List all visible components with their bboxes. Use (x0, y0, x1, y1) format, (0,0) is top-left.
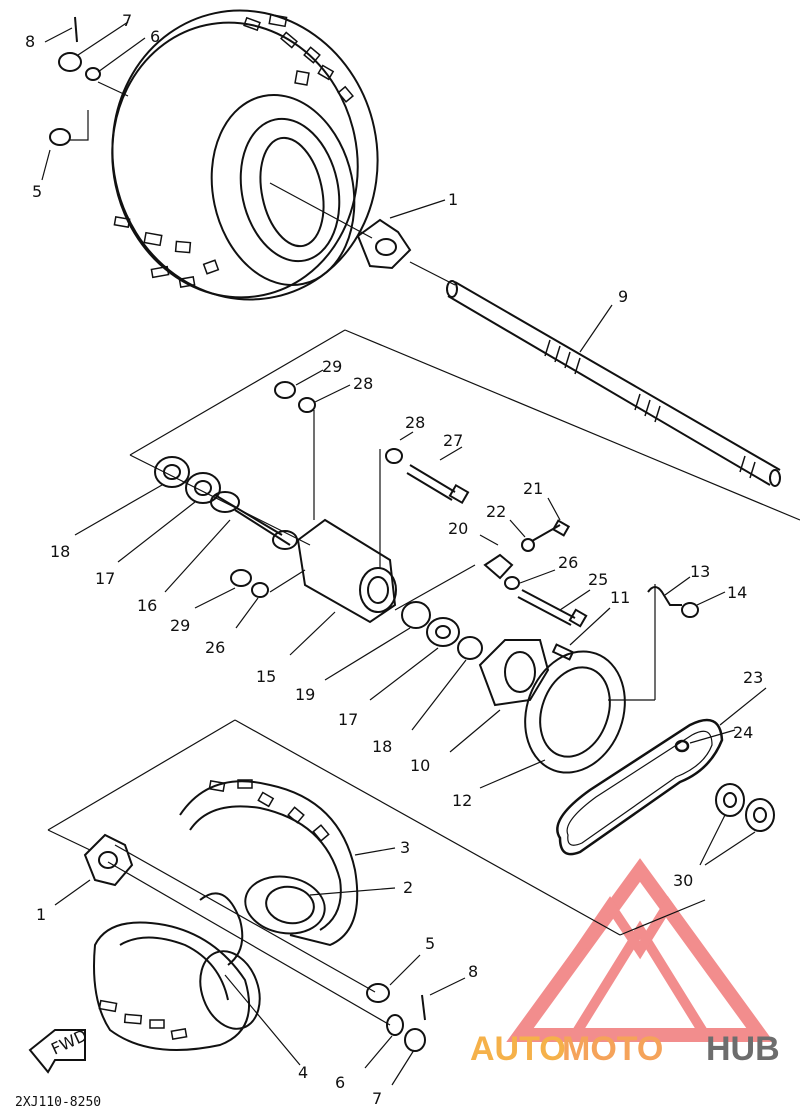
fwd-arrow-icon: FWD (28, 1026, 90, 1074)
callout-10: 10 (410, 756, 430, 775)
callout-16: 16 (137, 596, 157, 615)
callout-29-top: 29 (322, 357, 342, 376)
callout-5-top: 5 (32, 182, 42, 201)
watermark-moto: MOTO (562, 1030, 663, 1068)
callout-28-mid: 28 (405, 413, 425, 432)
callout-labels: 8 7 6 5 1 9 29 28 28 27 21 22 20 26 25 1… (15, 11, 763, 1110)
callout-5-bottom: 5 (425, 934, 435, 953)
callout-22: 22 (486, 502, 506, 521)
callout-21: 21 (523, 479, 543, 498)
callout-20: 20 (448, 519, 468, 538)
callout-8-bottom: 8 (468, 962, 478, 981)
watermark-auto: AUTO (470, 1030, 566, 1068)
callout-26-mid: 26 (558, 553, 578, 572)
callout-7-bottom: 7 (372, 1089, 382, 1108)
callout-2: 2 (403, 878, 413, 897)
callout-3: 3 (400, 838, 410, 857)
callout-23: 23 (743, 668, 763, 687)
watermark-text: AUTO MOTO HUB (470, 1030, 780, 1068)
drawing-code: 2XJ110-8250 (15, 1095, 101, 1110)
callout-1-bottom: 1 (36, 905, 46, 924)
callout-7-top: 7 (122, 11, 132, 30)
rear-axle-part-9 (446, 280, 781, 487)
callout-19: 19 (295, 685, 315, 704)
callout-9: 9 (618, 287, 628, 306)
callout-29-left: 29 (170, 616, 190, 635)
callout-17-mid: 17 (338, 710, 358, 729)
callout-11: 11 (610, 588, 630, 607)
callout-13: 13 (690, 562, 710, 581)
callout-6-top: 6 (150, 27, 160, 46)
callout-6-bottom: 6 (335, 1073, 345, 1092)
middle-assembly-frame (129, 329, 800, 701)
bottom-assembly-frame (47, 719, 706, 936)
callout-24: 24 (733, 723, 753, 742)
callout-28-top: 28 (353, 374, 373, 393)
bottom-wheel (93, 779, 396, 1066)
callout-8-top: 8 (25, 32, 35, 51)
callout-18-mid: 18 (372, 737, 392, 756)
callout-18-left: 18 (50, 542, 70, 561)
callout-26-left: 26 (205, 638, 225, 657)
callout-14: 14 (727, 583, 747, 602)
callout-27: 27 (443, 431, 463, 450)
drive-chain (556, 687, 767, 856)
callout-1-top: 1 (448, 190, 458, 209)
watermark-hub: HUB (706, 1030, 780, 1068)
middle-assembly-parts (74, 369, 726, 789)
watermark-logo (506, 858, 774, 1042)
bearings-part-30 (699, 783, 775, 866)
callout-12: 12 (452, 791, 472, 810)
callout-4: 4 (298, 1063, 308, 1082)
top-wheel (41, 9, 379, 301)
bottom-wheel-fasteners (364, 954, 466, 1086)
callout-15: 15 (256, 667, 276, 686)
hub-part-1-top (356, 199, 456, 286)
hub-part-1-bottom (54, 833, 134, 906)
callout-17-left: 17 (95, 569, 115, 588)
callout-25: 25 (588, 570, 608, 589)
callout-30: 30 (673, 871, 693, 890)
